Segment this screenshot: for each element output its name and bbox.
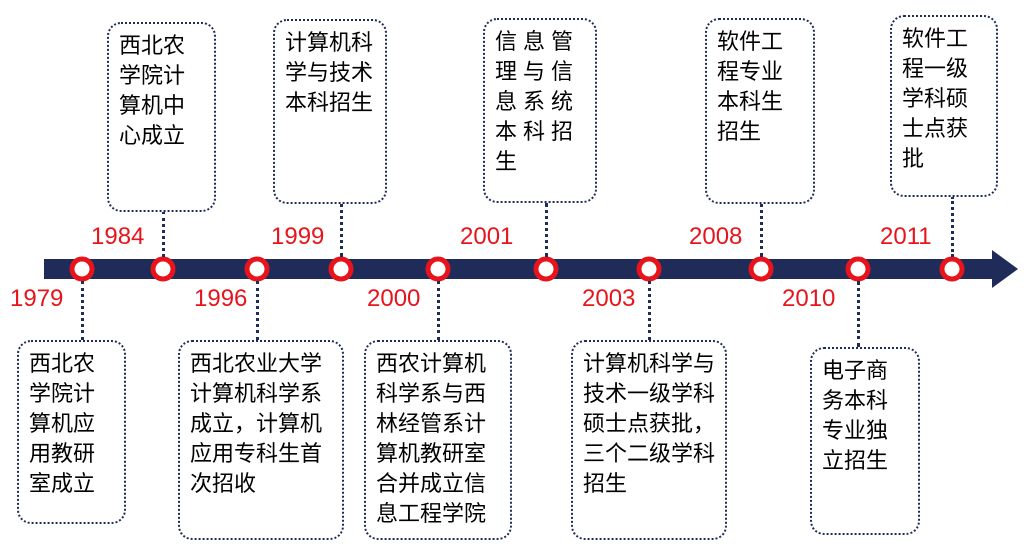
- event-box-1999: 计算机科学与技术本科招生: [273, 19, 387, 204]
- event-box-2001: 信息管理与信息系统本科招生: [483, 18, 597, 203]
- marker-2001: [533, 256, 559, 282]
- connector-1996: [256, 281, 259, 340]
- year-label-2011: 2011: [880, 223, 932, 250]
- event-box-2000: 西农计算机科学系与西林经管系计算机教研室合并成立信息工程学院: [364, 340, 512, 540]
- marker-1979: [69, 256, 95, 282]
- connector-1984: [162, 211, 165, 257]
- connector-2008: [760, 203, 763, 257]
- connector-1979: [81, 281, 84, 340]
- marker-2010: [845, 256, 871, 282]
- event-box-1984: 西北农学院计算机中心成立: [107, 22, 216, 212]
- year-label-1984: 1984: [91, 223, 145, 250]
- event-box-1979: 西北农学院计算机应用教研室成立: [17, 340, 126, 524]
- year-label-2010: 2010: [782, 285, 836, 312]
- marker-2011: [939, 256, 965, 282]
- connector-2001: [545, 203, 548, 257]
- connector-2003: [648, 281, 651, 340]
- timeline-arrow-head: [992, 250, 1018, 288]
- year-label-1999: 1999: [271, 223, 325, 250]
- connector-2011: [951, 196, 954, 257]
- year-label-1979: 1979: [10, 285, 64, 312]
- year-label-2003: 2003: [582, 285, 636, 312]
- year-label-1996: 1996: [194, 285, 248, 312]
- event-box-2010: 电子商务本科专业独立招生: [810, 347, 920, 535]
- marker-1996: [244, 256, 270, 282]
- marker-2008: [748, 256, 774, 282]
- year-label-2001: 2001: [460, 223, 514, 250]
- marker-1999: [328, 256, 354, 282]
- year-label-2008: 2008: [689, 223, 743, 250]
- event-box-2011: 软件工程一级学科硕士点获批: [890, 15, 998, 197]
- connector-2010: [857, 281, 860, 347]
- marker-2000: [425, 256, 451, 282]
- marker-2003: [636, 256, 662, 282]
- event-box-2003: 计算机科学与技术一级学科硕士点获批，三个二级学科招生: [571, 340, 727, 540]
- event-box-1996: 西北农业大学计算机科学系成立，计算机应用专科生首次招收: [178, 340, 344, 540]
- marker-1984: [150, 256, 176, 282]
- year-label-2000: 2000: [367, 285, 421, 312]
- event-box-2008: 软件工程专业本科生招生: [705, 18, 815, 204]
- connector-2000: [437, 281, 440, 340]
- connector-1999: [340, 203, 343, 257]
